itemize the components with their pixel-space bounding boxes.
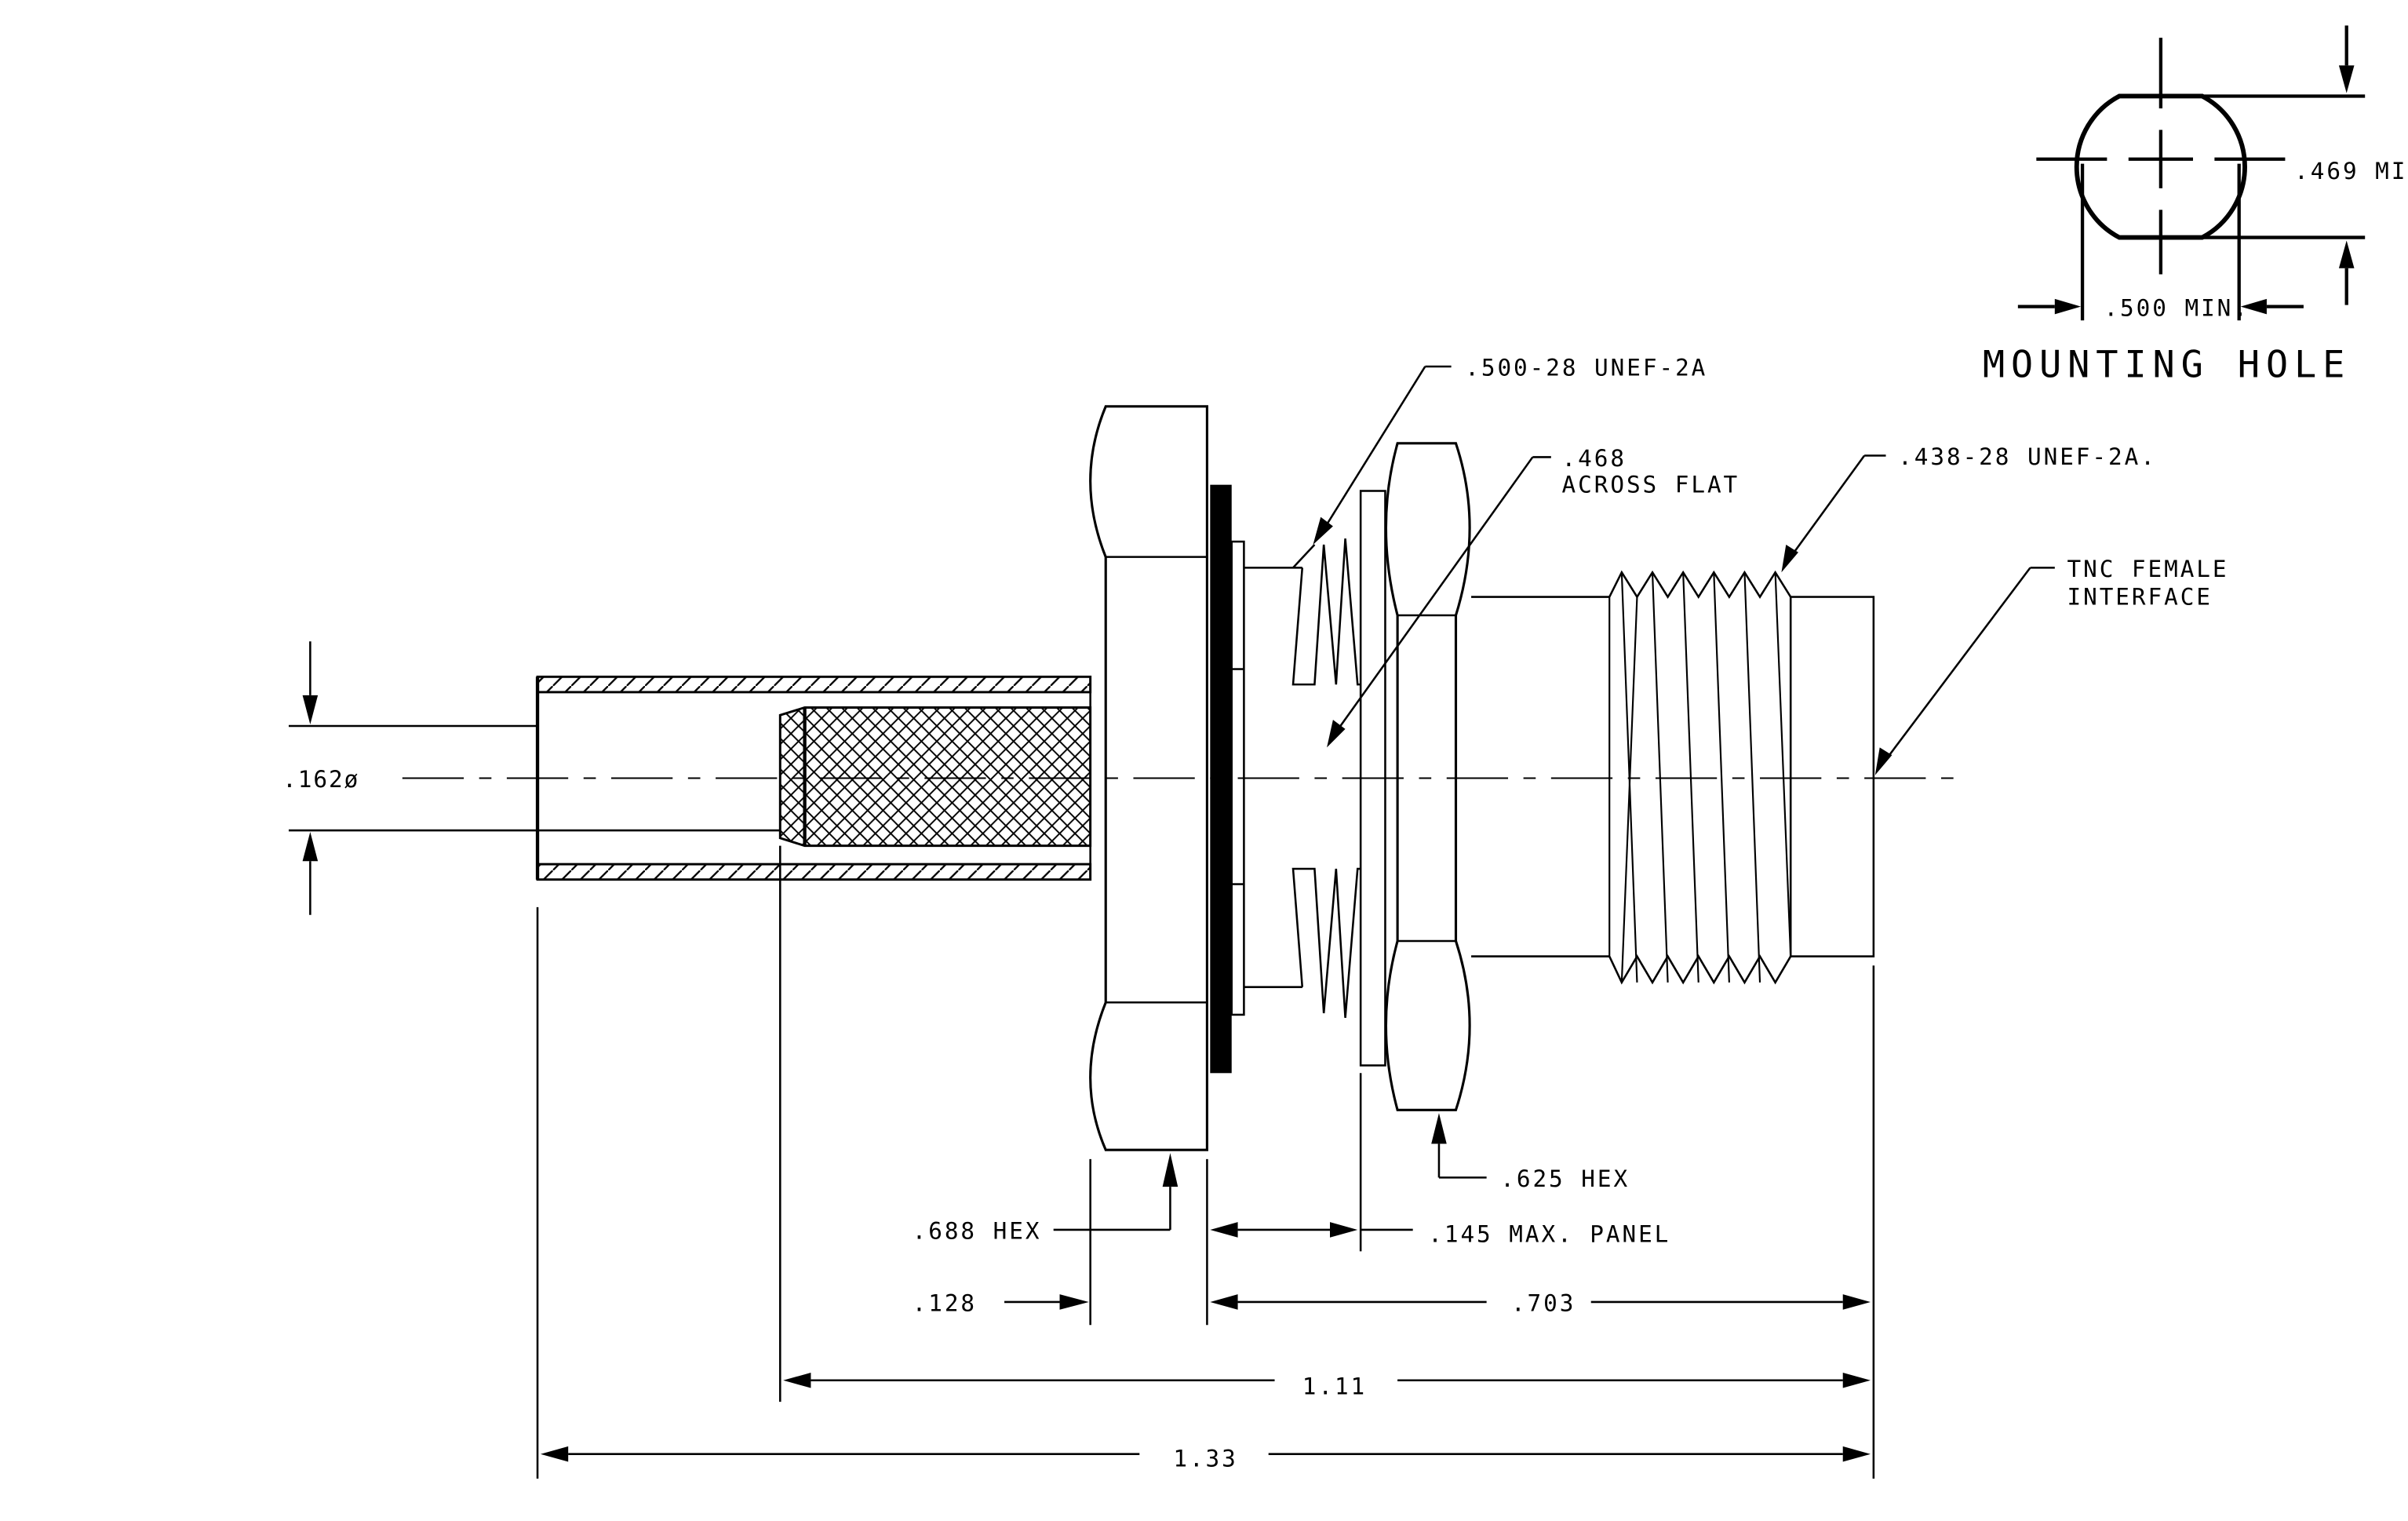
callout-tnc-1: TNC FEMALE bbox=[2067, 556, 2228, 582]
thread-438-bottom bbox=[1608, 954, 1792, 985]
callout-thread-438: .438-28 UNEF-2A. bbox=[1898, 443, 2157, 470]
braid-crimp bbox=[778, 706, 1092, 848]
connector-body bbox=[402, 405, 1954, 1151]
mounting-hole-view: .469 MIN. .500 MIN. MOUNTING HOLE bbox=[1983, 25, 2408, 387]
dim-111: 1.11 bbox=[1302, 1373, 1367, 1399]
mounting-hole-title: MOUNTING HOLE bbox=[1983, 344, 2351, 387]
callouts: .500-28 UNEF-2A .468 ACROSS FLAT .438-28… bbox=[282, 355, 2228, 1245]
dim-128: .128 bbox=[913, 1290, 977, 1317]
hex-625-nut bbox=[1384, 442, 1471, 1111]
gasket bbox=[1210, 484, 1232, 1074]
callout-tnc-2: INTERFACE bbox=[2067, 583, 2212, 610]
callout-hex-625: .625 HEX bbox=[1500, 1165, 1630, 1192]
dim-panel: .145 MAX. PANEL bbox=[1428, 1221, 1670, 1248]
thread-500-upper bbox=[1291, 538, 1361, 686]
dim-703: .703 bbox=[1511, 1290, 1576, 1317]
callout-across-flat-2: ACROSS FLAT bbox=[1562, 471, 1740, 498]
callout-hex-688: .688 HEX bbox=[913, 1218, 1042, 1245]
hex-688 bbox=[1089, 405, 1208, 1151]
sleeve-bottom-wall bbox=[536, 863, 1092, 881]
thread-438-top bbox=[1608, 570, 1792, 599]
mounting-hole-width-label: .500 MIN. bbox=[2104, 294, 2249, 321]
dimensions: .145 MAX. PANEL .128 .703 1.11 1.33 bbox=[536, 845, 1875, 1479]
mounting-hole-height-label: .469 MIN. bbox=[2294, 158, 2408, 184]
callout-across-flat-1: .468 bbox=[1562, 445, 1627, 472]
callout-diameter: .162ø bbox=[282, 766, 359, 793]
front-interface bbox=[1789, 596, 1875, 957]
callout-thread-500: .500-28 UNEF-2A bbox=[1465, 355, 1707, 381]
thread-500-lower bbox=[1291, 867, 1361, 1018]
dim-133: 1.33 bbox=[1173, 1445, 1237, 1472]
sleeve-top-wall bbox=[536, 675, 1092, 694]
